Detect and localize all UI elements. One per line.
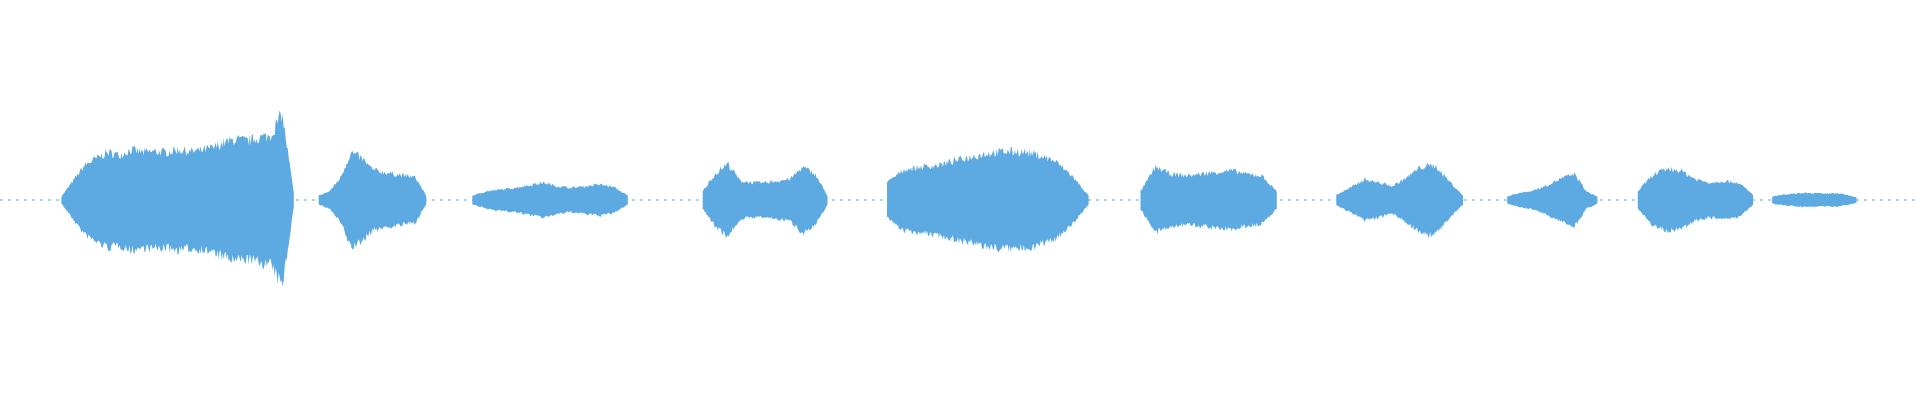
waveform-segment-10 xyxy=(1772,192,1857,208)
waveform-segment-8 xyxy=(1507,172,1598,229)
waveform-segments xyxy=(61,110,1857,287)
waveform-segment-3 xyxy=(472,181,628,219)
waveform-segment-7 xyxy=(1336,163,1463,238)
waveform-segment-9 xyxy=(1637,166,1753,234)
waveform-segment-2 xyxy=(318,151,427,250)
waveform-segment-4 xyxy=(702,162,828,238)
waveform-segment-6 xyxy=(1140,164,1277,235)
waveform-segment-5 xyxy=(887,147,1089,253)
waveform-segment-1 xyxy=(61,110,294,287)
